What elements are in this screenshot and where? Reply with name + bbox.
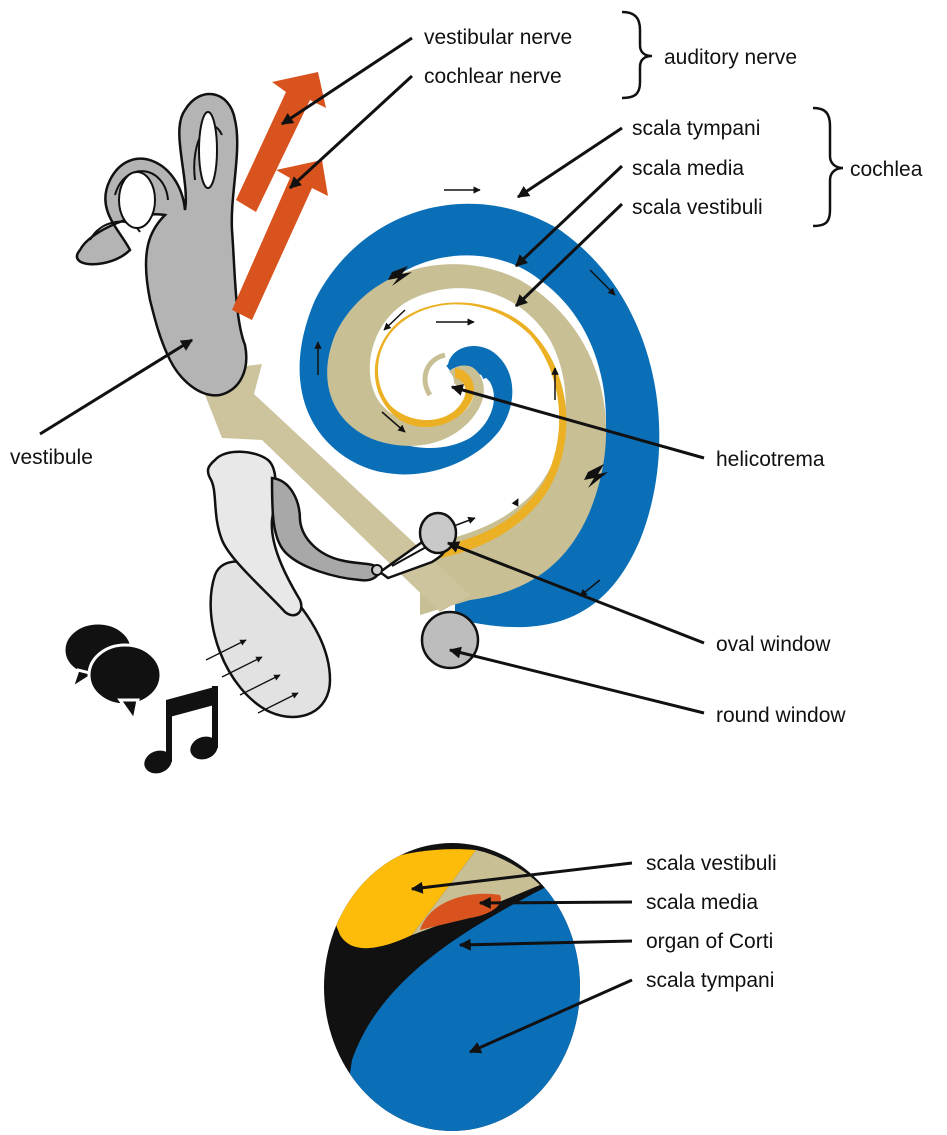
nerves: [232, 72, 328, 320]
label-scala-media: scala media: [632, 157, 744, 180]
music-note-icon: [141, 686, 221, 777]
oval-window-shape: [420, 513, 456, 553]
round-window-shape: [422, 612, 478, 668]
label-vestibule: vestibule: [10, 446, 93, 469]
label-scala-vestibuli: scala vestibuli: [632, 196, 763, 219]
cochlea-bracket: [813, 108, 843, 226]
label-vestibular-nerve: vestibular nerve: [424, 26, 572, 49]
label-cochlea: cochlea: [850, 158, 923, 181]
label-cs-scala-vestibuli: scala vestibuli: [646, 852, 777, 875]
label-helicotrema: helicotrema: [716, 448, 825, 471]
label-cs-scala-media: scala media: [646, 891, 758, 914]
label-cs-scala-tympani: scala tympani: [646, 969, 774, 992]
label-scala-tympani: scala tympani: [632, 117, 760, 140]
vestibular-nerve-shape: [236, 72, 326, 212]
semicircular-canals: [77, 94, 246, 395]
label-cs-organ-of-corti: organ of Corti: [646, 930, 773, 953]
label-cochlear-nerve: cochlear nerve: [424, 65, 562, 88]
cochlea-cross-section: [324, 843, 640, 1135]
speech-bubbles-icon: [64, 623, 161, 720]
label-round-window: round window: [716, 704, 846, 727]
label-auditory-nerve: auditory nerve: [664, 46, 797, 69]
cross-section-labels: scala vestibuli scala media organ of Cor…: [646, 852, 777, 992]
label-oval-window: oval window: [716, 633, 831, 656]
vestibular-system: [77, 94, 246, 395]
auditory-nerve-bracket: [622, 12, 652, 98]
